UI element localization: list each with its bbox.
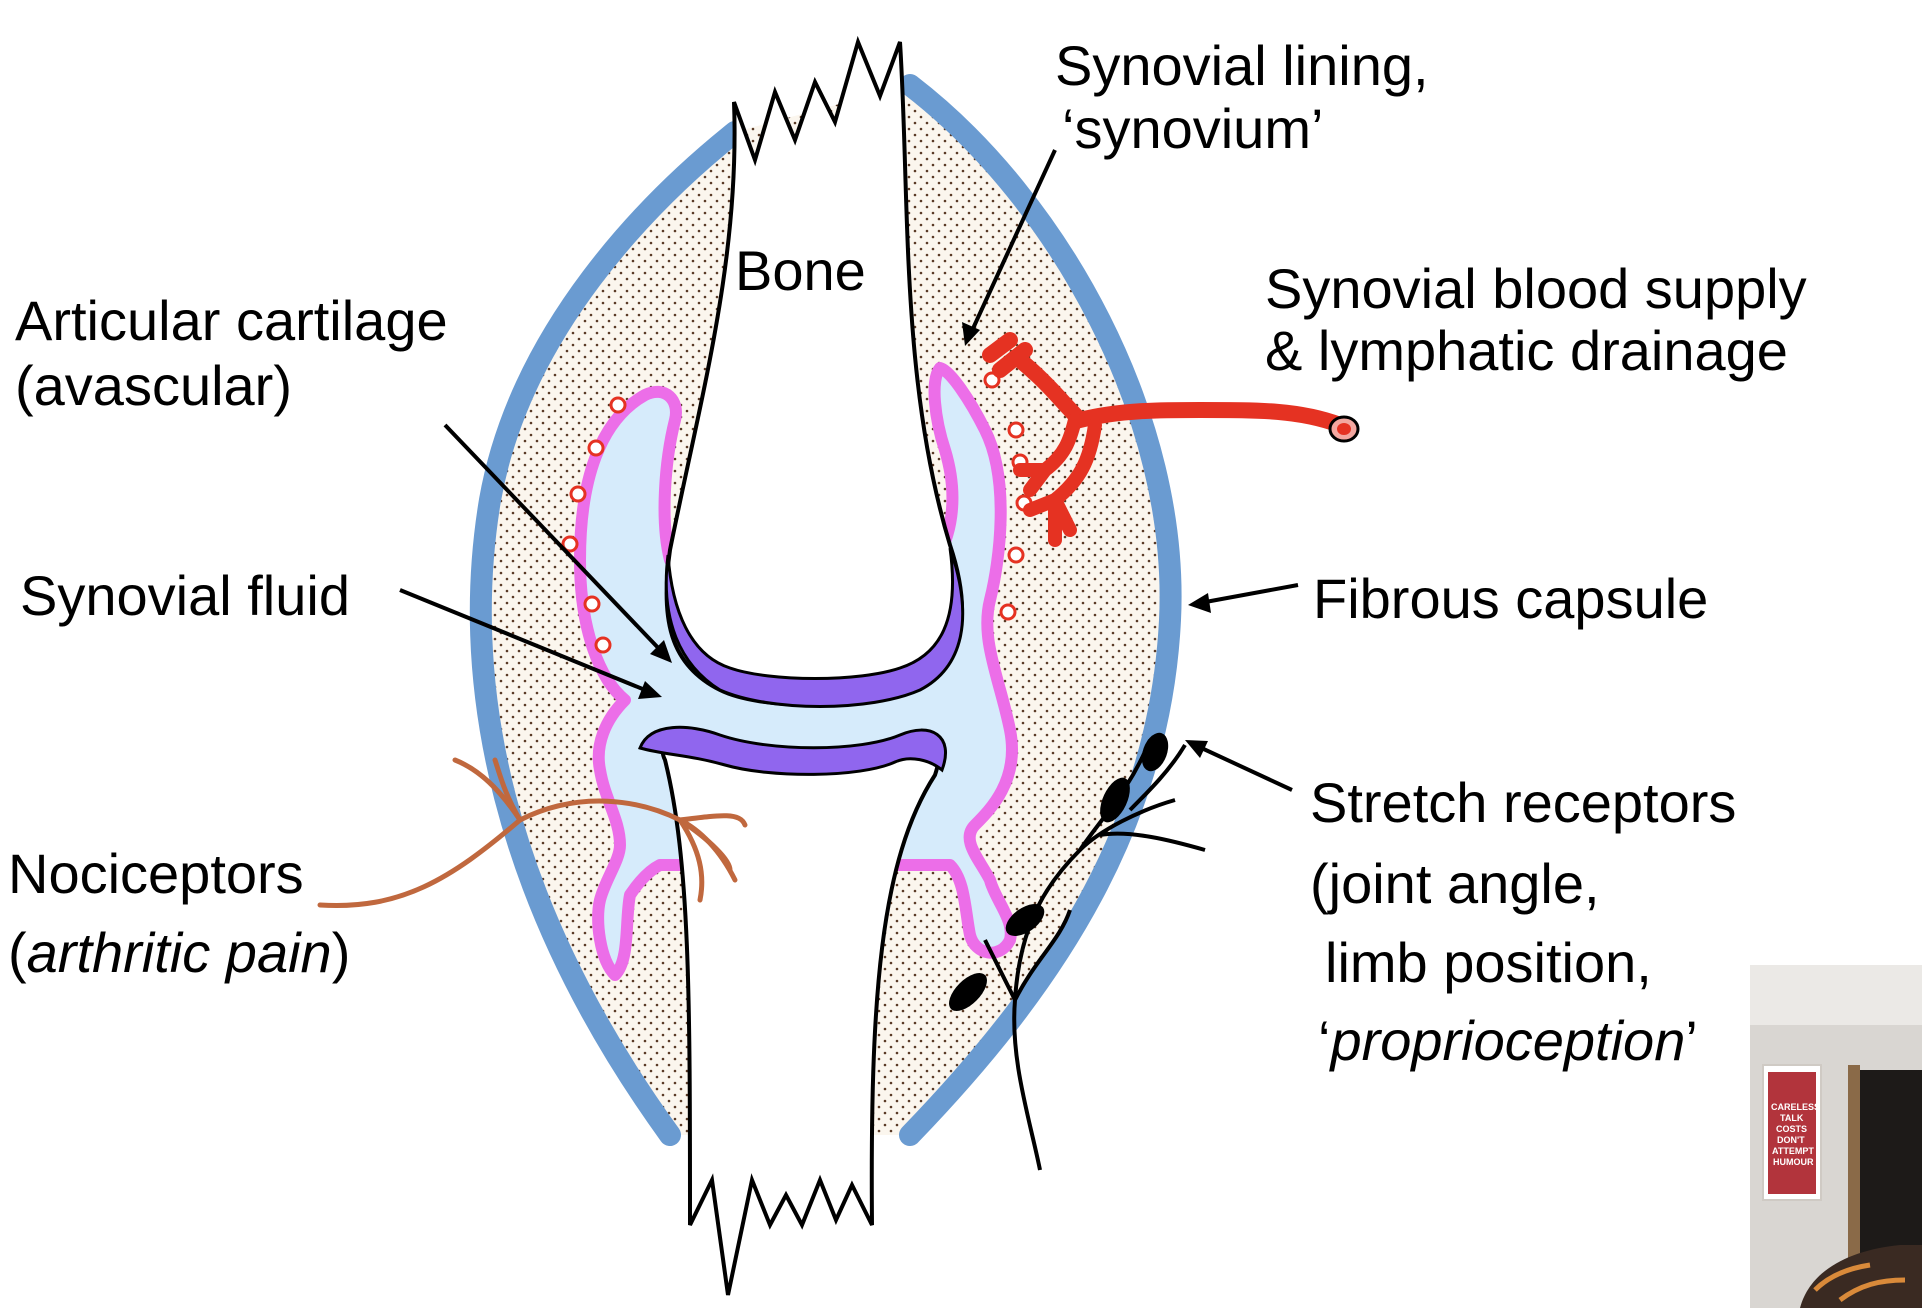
- person-shoulder: [1800, 1245, 1922, 1308]
- poster-line-6: HUMOUR: [1773, 1157, 1814, 1167]
- poster-line-4: DON'T: [1777, 1135, 1805, 1145]
- avascular-label: (avascular): [15, 354, 292, 417]
- articular-cartilage-lower: [638, 725, 947, 776]
- proprioception-close-quote: ’: [1685, 1009, 1697, 1072]
- stretch-receptors-label: Stretch receptors: [1310, 771, 1736, 834]
- synovium-label: ‘synovium’: [1062, 97, 1323, 160]
- arthritic-pain-close-paren: ): [332, 921, 351, 984]
- fibrous-capsule-right: [899, 74, 1182, 1146]
- poster-line-3: COSTS: [1776, 1124, 1807, 1134]
- articular-cartilage-upper: [664, 547, 965, 708]
- webcam-overlay: CARELESS TALK COSTS DON'T ATTEMPT HUMOUR: [1750, 965, 1922, 1308]
- blood-vessel-icon: [982, 332, 1360, 547]
- fibrous-capsule-label: Fibrous capsule: [1313, 567, 1708, 630]
- poster-line-1: CARELESS: [1771, 1102, 1820, 1112]
- arthritic-pain-word: arthritic pain: [27, 921, 332, 984]
- synovial-fluid-label: Synovial fluid: [20, 564, 350, 627]
- arthritic-pain-open-paren: (: [8, 921, 27, 984]
- synovial-capillaries: [561, 371, 1033, 654]
- fibrous-capsule: [469, 121, 746, 1146]
- stretch-receptors-icon: [949, 732, 1206, 1171]
- articular-cartilage-label: Articular cartilage: [15, 289, 448, 352]
- poster-line-5: ATTEMPT: [1772, 1146, 1814, 1156]
- nociceptor-nerve-icon: [317, 757, 748, 909]
- proprioception-word: proprioception: [1328, 1009, 1685, 1072]
- lymphatic-drainage-label: & lymphatic drainage: [1265, 319, 1788, 382]
- arthritic-pain-label: (arthritic pain): [8, 921, 350, 984]
- blood-supply-label: Synovial blood supply: [1265, 257, 1807, 320]
- pointer-lines: [399, 149, 1299, 792]
- limb-position-label: limb position,: [1325, 931, 1652, 994]
- proprioception-label: ‘proprioception’: [1318, 1009, 1698, 1072]
- joint-angle-label: (joint angle,: [1310, 852, 1600, 915]
- bone-label: Bone: [735, 239, 866, 302]
- poster-line-2: TALK: [1780, 1113, 1804, 1123]
- proprioception-open-quote: ‘: [1318, 1009, 1330, 1072]
- nociceptors-label: Nociceptors: [8, 842, 304, 905]
- synovial-lining-label: Synovial lining,: [1055, 34, 1429, 97]
